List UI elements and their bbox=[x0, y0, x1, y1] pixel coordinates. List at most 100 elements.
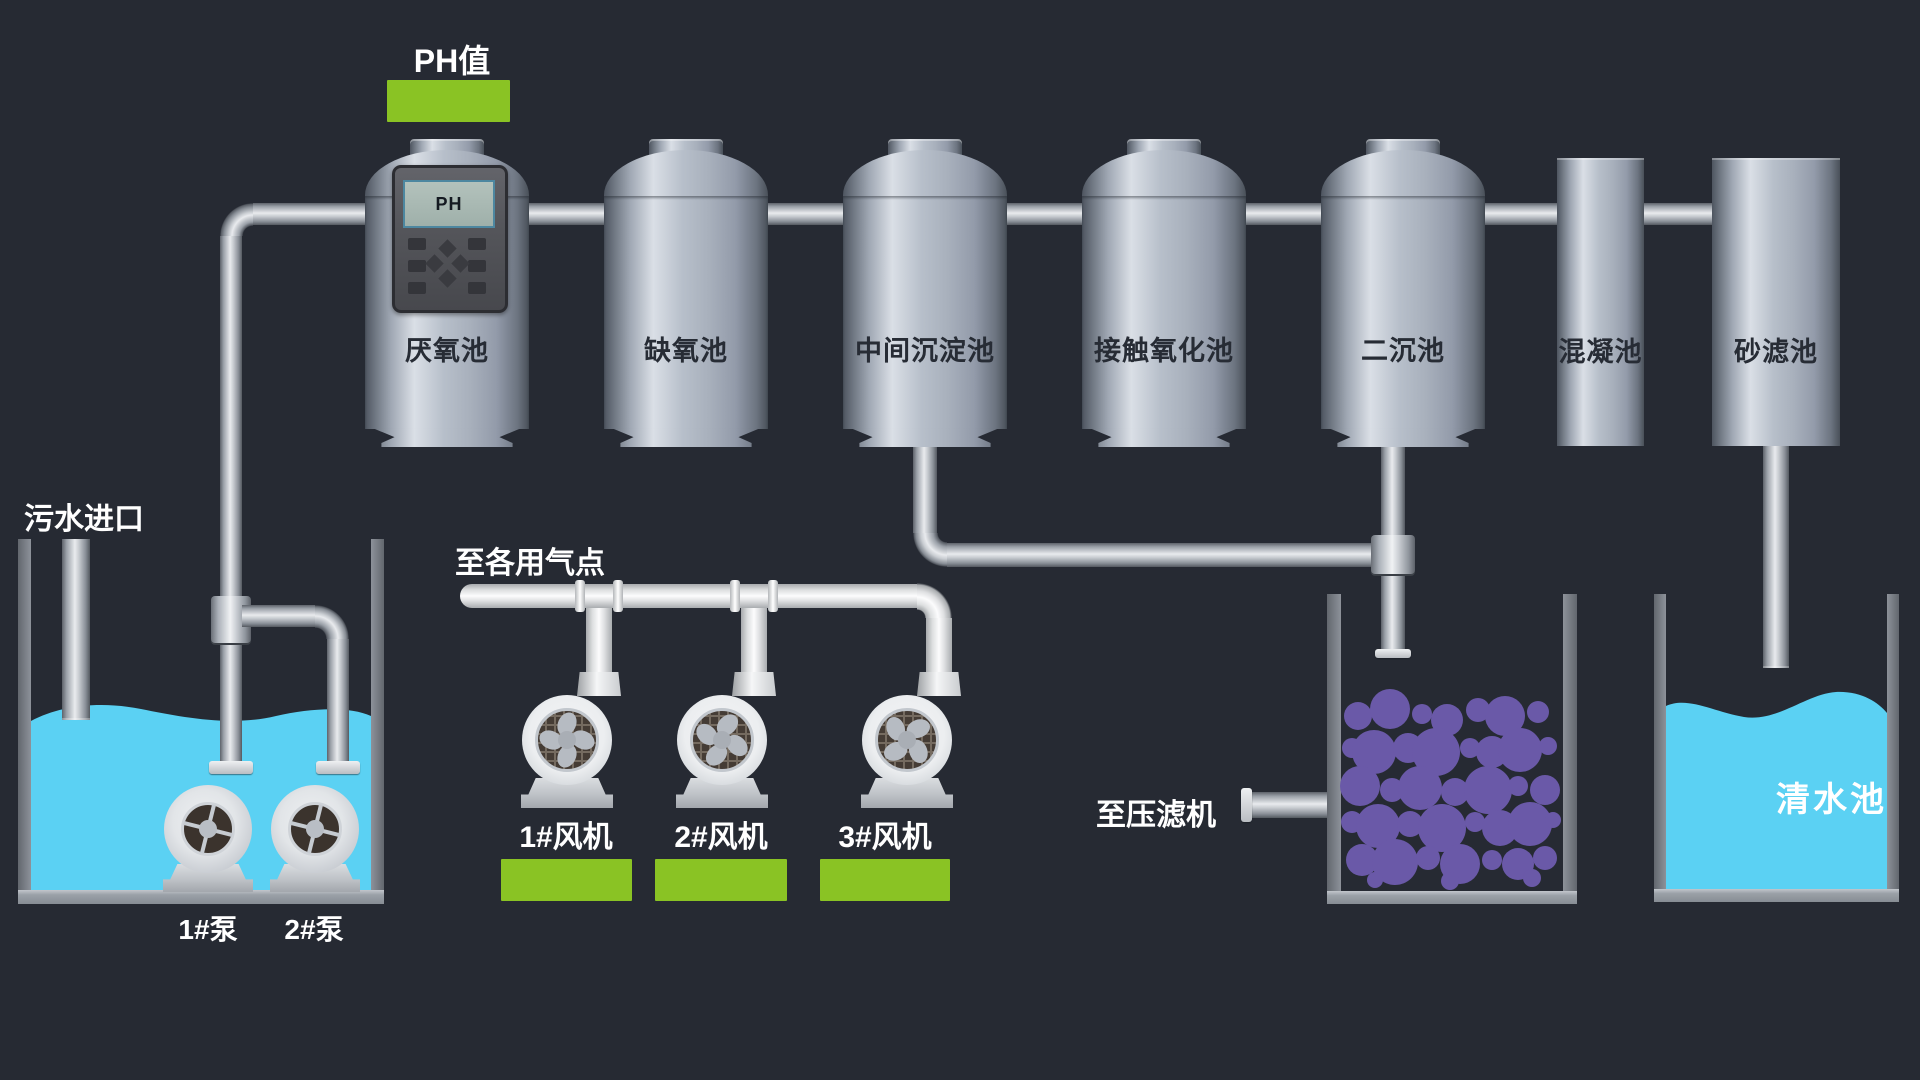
sludge-bubble bbox=[1342, 738, 1362, 758]
ph-meter[interactable]: PH bbox=[392, 165, 508, 313]
ph-nav-key-up[interactable] bbox=[438, 239, 457, 258]
pump2-branch-elbow bbox=[315, 605, 349, 639]
pump2-down-pipe bbox=[327, 639, 349, 762]
blower2-tee-band-left bbox=[730, 580, 740, 612]
clean-water-shape bbox=[1666, 691, 1887, 889]
blower3-status-bar[interactable] bbox=[820, 859, 950, 901]
midtank-drain-pipe bbox=[913, 447, 937, 533]
tank-anoxic[interactable]: 缺氧池 bbox=[604, 139, 768, 447]
tank-sand-filter[interactable]: 砂滤池 bbox=[1712, 158, 1840, 446]
sludge-bubble bbox=[1476, 736, 1508, 768]
ph-nav-key-right[interactable] bbox=[451, 254, 470, 273]
sludge-bubble bbox=[1502, 848, 1534, 880]
sludge-bubble bbox=[1464, 766, 1512, 814]
sump-wall-left bbox=[18, 539, 31, 904]
blower-3[interactable] bbox=[862, 695, 952, 785]
sludge-bubble bbox=[1460, 738, 1480, 758]
tank-secondary-clarifier[interactable]: 二沉池 bbox=[1321, 139, 1485, 447]
ph-nav-key-left[interactable] bbox=[425, 254, 444, 273]
sludge-bubble bbox=[1440, 844, 1480, 884]
tank-skirt bbox=[1330, 429, 1476, 447]
tank-coagulation[interactable]: 混凝池 bbox=[1557, 158, 1644, 446]
fan-blades-icon bbox=[539, 712, 595, 768]
ph-screen-text: PH bbox=[435, 193, 463, 214]
sewage-inlet-label: 污水进口 bbox=[24, 503, 144, 536]
sludge-bubble bbox=[1523, 869, 1541, 887]
blower2-status-bar[interactable] bbox=[655, 859, 787, 901]
fan-blades-icon bbox=[883, 716, 931, 764]
tank-dome bbox=[1321, 150, 1485, 197]
sludge-line-tee bbox=[1371, 535, 1415, 575]
ph-button[interactable] bbox=[408, 282, 426, 294]
sludge-bubble bbox=[1344, 702, 1372, 730]
pump-2[interactable] bbox=[271, 785, 359, 873]
sludge-bubble bbox=[1370, 689, 1410, 729]
pump-1[interactable] bbox=[164, 785, 252, 873]
blower-2[interactable] bbox=[677, 695, 767, 785]
ph-button[interactable] bbox=[468, 238, 486, 250]
sludge-bubble bbox=[1530, 775, 1560, 805]
press-outlet-pipe bbox=[1248, 792, 1333, 818]
sludge-bubble bbox=[1380, 778, 1404, 802]
air-header-pipe bbox=[460, 584, 917, 608]
pump-hub bbox=[306, 820, 324, 838]
blower-1[interactable] bbox=[522, 695, 612, 785]
blower1-drop-pipe bbox=[586, 608, 612, 674]
tank-skirt bbox=[852, 429, 998, 447]
pump1-riser-pipe bbox=[220, 236, 242, 767]
sump-wall-right bbox=[371, 539, 384, 904]
tank-body bbox=[843, 196, 1007, 429]
air-users-label: 至各用气点 bbox=[455, 547, 605, 580]
blower1-inlet-collar bbox=[577, 672, 621, 696]
tank-dome bbox=[1082, 150, 1246, 197]
tank-contact-oxidation[interactable]: 接触氧化池 bbox=[1082, 139, 1246, 447]
sludge-bubble bbox=[1416, 846, 1440, 870]
blower2-drop-pipe bbox=[741, 608, 767, 674]
sludge-bubble bbox=[1508, 776, 1528, 796]
clean-water bbox=[1666, 691, 1887, 889]
blower1-tee-band-left bbox=[575, 580, 585, 612]
tank-label: 接触氧化池 bbox=[1094, 336, 1234, 366]
pump1-label: 1#泵 bbox=[178, 914, 238, 945]
ph-meter-screen: PH bbox=[403, 180, 495, 228]
clean-tank-floor bbox=[1654, 889, 1899, 902]
tank-skirt bbox=[613, 429, 759, 447]
clean-tank-label: 清水池 bbox=[1776, 781, 1887, 819]
sludge-bubble bbox=[1441, 872, 1459, 890]
sludge-bubble bbox=[1482, 810, 1518, 846]
blower1-status-bar[interactable] bbox=[501, 859, 632, 901]
tank-dome bbox=[604, 150, 768, 197]
ph-value-bar[interactable] bbox=[387, 80, 510, 122]
sludge-bubble bbox=[1393, 733, 1423, 763]
sludge-bubble bbox=[1412, 704, 1432, 724]
pump2-flange bbox=[316, 761, 360, 774]
ph-button[interactable] bbox=[468, 260, 486, 272]
sludge-bubble bbox=[1485, 696, 1525, 736]
pump-hub bbox=[199, 820, 217, 838]
sludge-drop-outlet bbox=[1375, 649, 1411, 658]
sludge-bubble bbox=[1508, 802, 1552, 846]
pump2-branch-pipe bbox=[242, 605, 315, 627]
ph-button[interactable] bbox=[468, 282, 486, 294]
sludge-bubble bbox=[1545, 812, 1561, 828]
tank-body bbox=[1082, 196, 1246, 429]
sludge-bubble bbox=[1340, 766, 1380, 806]
ph-nav-key-down[interactable] bbox=[438, 269, 457, 288]
tank-mid-settling[interactable]: 中间沉淀池 bbox=[843, 139, 1007, 447]
fan-blades-icon bbox=[696, 714, 748, 766]
pump2-label: 2#泵 bbox=[284, 914, 344, 945]
blower2-tee-band-right bbox=[768, 580, 778, 612]
ph-button[interactable] bbox=[408, 260, 426, 272]
blower2-label: 2#风机 bbox=[674, 821, 768, 854]
tank-label: 混凝池 bbox=[1558, 337, 1643, 367]
sludge-bubble bbox=[1398, 766, 1442, 810]
ph-button[interactable] bbox=[408, 238, 426, 250]
sludge-transfer-pipe bbox=[947, 543, 1377, 567]
blower1-tee-band-right bbox=[613, 580, 623, 612]
sludge-tank-wall-left bbox=[1327, 594, 1341, 904]
sludge-tank-wall-right bbox=[1563, 594, 1577, 904]
sludge-bubble bbox=[1533, 846, 1557, 870]
sludge-bubble bbox=[1372, 839, 1418, 885]
tank-label: 缺氧池 bbox=[644, 336, 728, 366]
sandfilter-drain-pipe bbox=[1763, 446, 1789, 668]
